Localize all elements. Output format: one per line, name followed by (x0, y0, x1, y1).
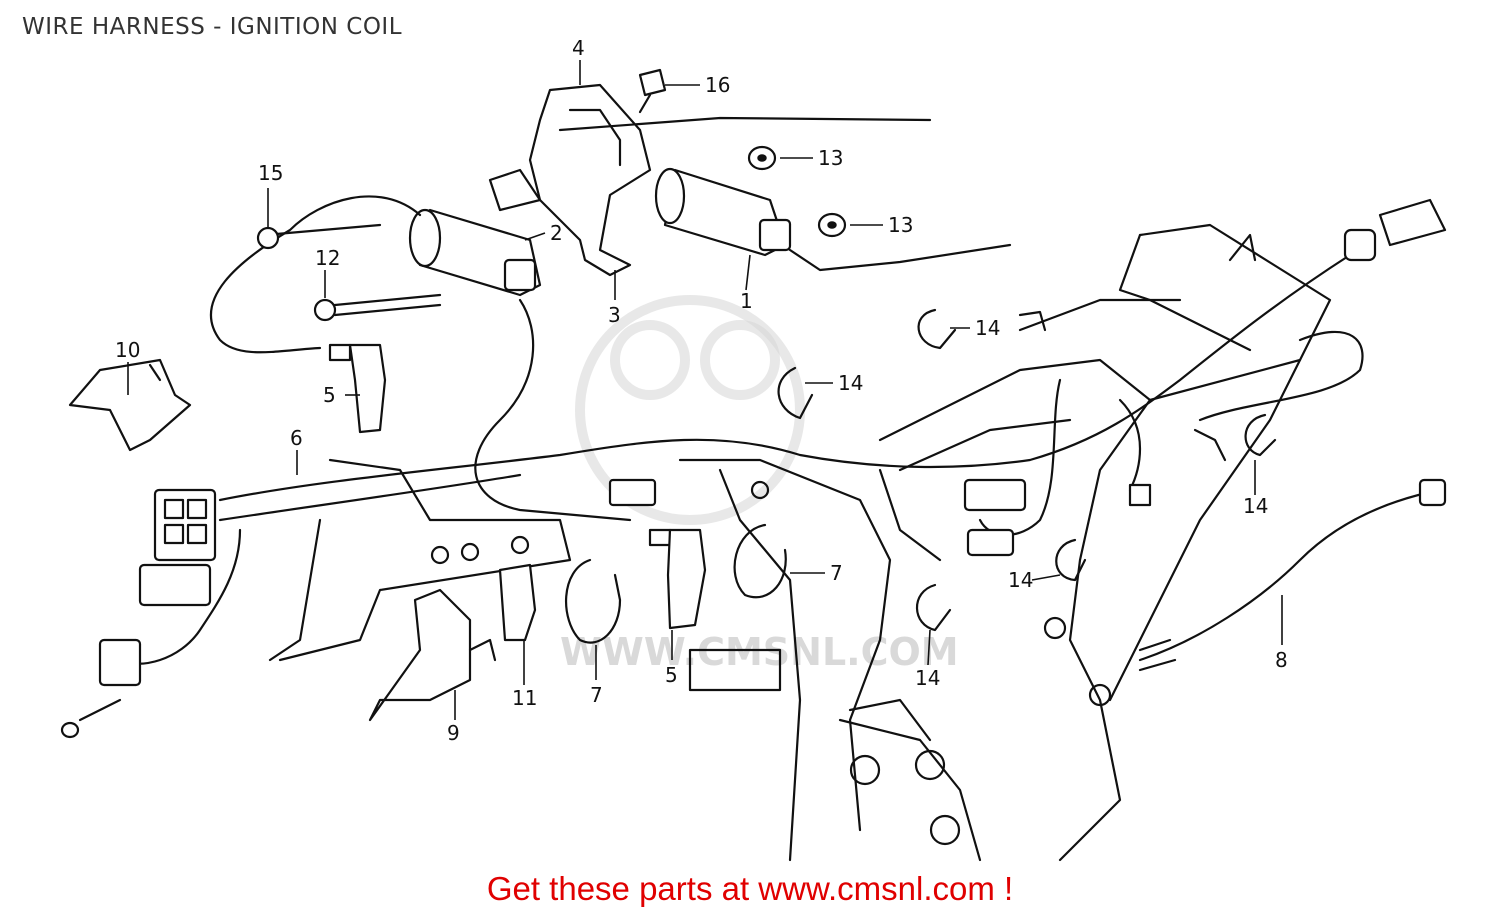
callout-4: 4 (572, 36, 585, 60)
callout-16: 16 (705, 73, 730, 97)
callout-11: 11 (512, 686, 537, 710)
callout-12: 12 (315, 246, 340, 270)
callouts: 4 16 13 13 2 1 3 15 12 5 10 6 14 14 14 1… (115, 36, 1288, 745)
callout-15: 15 (258, 161, 283, 185)
callout-14a: 14 (975, 316, 1000, 340)
callout-10: 10 (115, 338, 140, 362)
wire-harness (78, 253, 1364, 722)
harness-connectors (60, 198, 1447, 739)
callout-8: 8 (1275, 648, 1288, 672)
ignition-coil-1 (654, 167, 792, 257)
page-title: WIRE HARNESS - IGNITION COIL (22, 14, 403, 40)
callout-14e: 14 (915, 666, 940, 690)
footer-link[interactable]: Get these parts at www.cmsnl.com ! (486, 870, 1014, 907)
callout-2: 2 (550, 221, 563, 245)
grommets (747, 145, 847, 238)
callout-14b: 14 (838, 371, 863, 395)
watermark-logo: WWW.CMSNL.COM (560, 295, 959, 674)
leader-lines (127, 60, 1283, 720)
ignition-coil-2 (408, 208, 542, 297)
callout-1: 1 (740, 289, 753, 313)
callout-6: 6 (290, 426, 303, 450)
sub-harness (1138, 478, 1447, 672)
callout-13b: 13 (888, 213, 913, 237)
brackets (68, 358, 537, 722)
callout-7a: 7 (830, 561, 843, 585)
frame (268, 223, 1332, 862)
callout-5b: 5 (665, 663, 678, 687)
callout-14d: 14 (1008, 568, 1033, 592)
clamps (564, 308, 1277, 644)
callout-5a: 5 (323, 383, 336, 407)
callout-3: 3 (608, 303, 621, 327)
coil-bracket (488, 83, 652, 277)
callout-9: 9 (447, 721, 460, 745)
callout-7b: 7 (590, 683, 603, 707)
high-tension-leads (209, 116, 1012, 522)
callout-14c: 14 (1243, 494, 1268, 518)
bolts (256, 68, 1227, 462)
watermark-text: WWW.CMSNL.COM (560, 630, 959, 674)
spark-plug-caps (328, 343, 707, 630)
callout-13a: 13 (818, 146, 843, 170)
